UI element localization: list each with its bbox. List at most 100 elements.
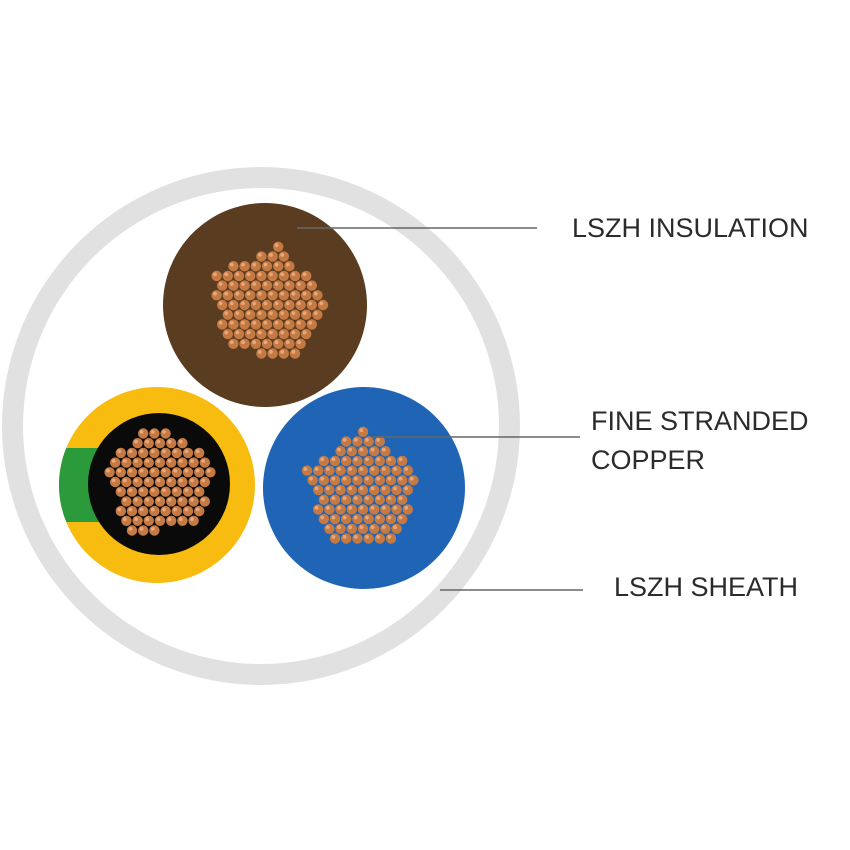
copper-strand (154, 457, 166, 468)
copper-strand (143, 457, 154, 468)
copper-strand (149, 467, 160, 478)
copper-strand (385, 494, 397, 505)
copper-strand-highlight (195, 488, 200, 492)
copper-strand (329, 513, 341, 525)
copper-strand-highlight (376, 496, 381, 500)
copper-strand (217, 319, 228, 330)
copper-strand-highlight (337, 486, 341, 491)
copper-strand (267, 328, 278, 340)
copper-strand-highlight (190, 497, 194, 502)
copper-strand (374, 436, 385, 447)
copper-strand-highlight (229, 301, 234, 306)
copper-strand (357, 523, 369, 534)
copper-strand (346, 465, 357, 476)
copper-strand-highlight (370, 505, 375, 510)
copper-strand-highlight (381, 467, 386, 471)
copper-strand-highlight (337, 505, 341, 510)
copper-strand (324, 484, 335, 496)
copper-strand (239, 338, 250, 349)
copper-strand-highlight (319, 301, 324, 306)
copper-strand (188, 476, 199, 488)
copper-strand-highlight (246, 311, 251, 315)
copper-strand-highlight (291, 311, 296, 315)
copper-strand-highlight (241, 320, 245, 325)
copper-strand (267, 251, 278, 262)
copper-strand-highlight (229, 320, 234, 325)
copper-strand-highlight (342, 535, 347, 539)
copper-strand-highlight (404, 467, 409, 471)
copper-strand-highlight (150, 449, 155, 454)
copper-strand (391, 484, 402, 496)
copper-strand-highlight (314, 505, 319, 510)
copper-strand (278, 270, 289, 282)
copper-strand-highlight (173, 507, 178, 512)
copper-strand (346, 484, 357, 496)
copper-strand-highlight (342, 476, 347, 481)
copper-strand-highlight (263, 262, 268, 267)
copper-strand-highlight (280, 330, 285, 335)
copper-strand (160, 505, 171, 517)
copper-strand (177, 515, 188, 526)
copper-strand-highlight (291, 291, 296, 296)
copper-strand (317, 299, 329, 311)
copper-strand (313, 484, 324, 496)
copper-strand-highlight (370, 467, 375, 471)
copper-strand-highlight (291, 272, 296, 277)
copper-strand (228, 319, 239, 330)
copper-strand-highlight (145, 517, 150, 522)
copper-strand (357, 504, 369, 515)
copper-strand-highlight (167, 517, 172, 522)
earth-copper-strands (104, 428, 216, 536)
copper-strand (295, 319, 306, 330)
copper-strand (256, 328, 267, 340)
copper-strand (341, 455, 352, 467)
copper-strand-highlight (320, 457, 325, 462)
copper-strand-highlight (353, 535, 358, 539)
copper-strand-highlight (224, 272, 229, 277)
copper-strand (363, 455, 374, 467)
copper-strand (380, 465, 391, 476)
copper-strand-highlight (320, 515, 325, 520)
copper-strand-highlight (257, 311, 262, 315)
copper-strand-highlight (309, 476, 313, 481)
copper-strand-highlight (359, 428, 364, 433)
copper-strand (278, 328, 289, 340)
copper-strand (132, 476, 143, 488)
copper-strand-highlight (184, 468, 189, 473)
copper-strand (239, 261, 250, 272)
copper-strand-highlight (285, 301, 290, 306)
copper-strand-highlight (381, 505, 386, 510)
copper-strand (352, 494, 363, 505)
copper-strand-highlight (162, 507, 166, 512)
label-lszh-insulation: LSZH INSULATION (572, 213, 809, 243)
copper-strand (261, 319, 273, 330)
copper-strand-highlight (195, 468, 200, 473)
copper-strand-highlight (297, 282, 301, 286)
copper-strand-highlight (387, 515, 392, 520)
copper-strand-highlight (229, 282, 234, 286)
copper-strand-highlight (353, 496, 358, 500)
copper-strand (138, 467, 149, 478)
copper-strand (138, 428, 149, 439)
copper-strand-highlight (128, 449, 133, 454)
copper-strand-highlight (224, 291, 229, 296)
copper-strand (261, 280, 273, 291)
copper-strand-highlight (331, 476, 336, 481)
copper-strand-highlight (139, 488, 144, 492)
copper-strand-highlight (348, 447, 353, 452)
copper-strand (380, 523, 391, 534)
copper-strand (341, 494, 352, 505)
copper-strand-highlight (320, 476, 325, 481)
copper-strand-highlight (218, 301, 223, 306)
copper-strand-highlight (257, 330, 262, 335)
copper-strand (363, 494, 374, 505)
copper-strand-highlight (134, 459, 138, 463)
copper-strand-highlight (252, 320, 257, 325)
copper-strand-highlight (178, 517, 183, 522)
copper-strand (239, 319, 250, 330)
copper-strand (385, 533, 397, 544)
copper-strand-highlight (139, 527, 144, 531)
copper-strand-highlight (308, 320, 313, 325)
copper-strand (256, 290, 267, 301)
copper-strand (233, 270, 245, 282)
